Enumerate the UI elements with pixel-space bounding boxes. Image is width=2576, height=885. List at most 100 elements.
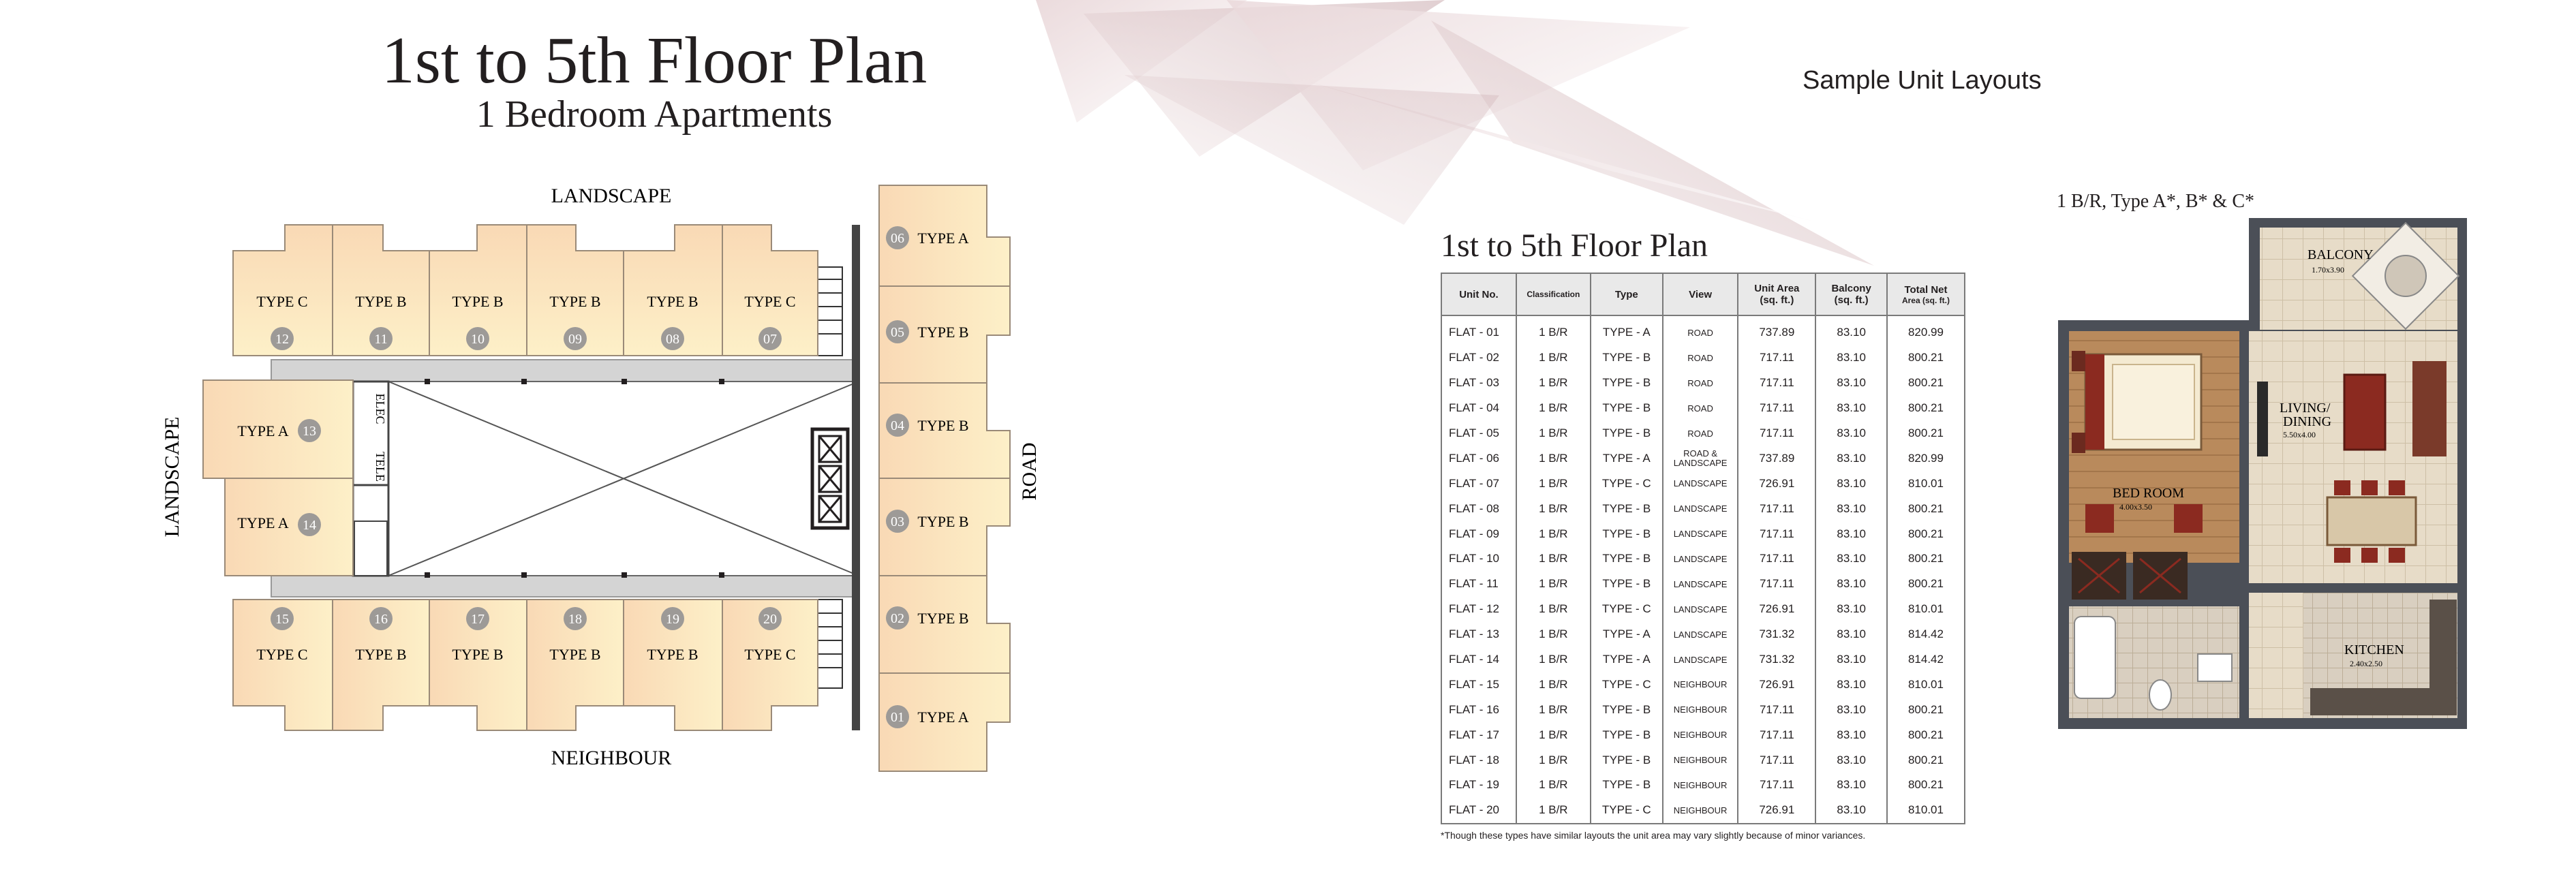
cell-view: NEIGHBOUR <box>1661 773 1739 798</box>
cell-unit: FLAT - 03 <box>1441 370 1517 396</box>
cell-area: 717.11 <box>1737 571 1817 597</box>
unit-number-badge <box>466 607 489 630</box>
unit-number-label: 05 <box>891 325 904 340</box>
wash-basin <box>2197 653 2233 682</box>
cell-classification: 1 B/R <box>1515 747 1591 773</box>
cell-classification: 1 B/R <box>1515 621 1591 647</box>
side-label-bottom: NEIGHBOUR <box>551 747 672 769</box>
bedroom-chair <box>2174 504 2203 533</box>
cell-classification: 1 B/R <box>1515 571 1591 597</box>
cell-area: 717.11 <box>1737 546 1817 572</box>
unit-number-label: 04 <box>891 418 904 433</box>
cell-type: TYPE - B <box>1589 571 1663 597</box>
unit-number-badge <box>466 327 489 350</box>
cell-area: 717.11 <box>1737 747 1817 773</box>
unit-number-badge <box>564 607 587 630</box>
cell-balcony: 83.10 <box>1815 370 1888 396</box>
unit-number-label: 13 <box>303 424 316 439</box>
unit-number-badge <box>271 327 294 350</box>
cell-unit: FLAT - 19 <box>1441 773 1517 798</box>
cell-net: 800.21 <box>1886 697 1966 723</box>
cell-net: 800.21 <box>1886 747 1966 773</box>
col-header-type: Type <box>1589 273 1663 316</box>
cell-area: 717.11 <box>1737 773 1817 798</box>
cell-net: 800.21 <box>1886 420 1966 446</box>
unit-type-label: TYPE B <box>647 293 698 310</box>
cell-view: NEIGHBOUR <box>1661 797 1739 824</box>
cell-balcony: 83.10 <box>1815 496 1888 522</box>
bedroom-dim: 4.00x3.50 <box>2119 502 2152 512</box>
unit-01-shape <box>878 672 1011 772</box>
cell-view: ROAD <box>1661 395 1739 421</box>
cell-view: NEIGHBOUR <box>1661 747 1739 773</box>
cell-net: 810.01 <box>1886 797 1966 824</box>
cell-type: TYPE - A <box>1589 621 1663 647</box>
unit-number-badge <box>886 414 909 437</box>
unit-type-label: TYPE A <box>917 709 968 726</box>
unit-number-label: 15 <box>275 612 289 627</box>
cell-area: 731.32 <box>1737 647 1817 672</box>
cell-classification: 1 B/R <box>1515 697 1591 723</box>
cell-classification: 1 B/R <box>1515 345 1591 371</box>
cell-balcony: 83.10 <box>1815 773 1888 798</box>
cell-unit: FLAT - 11 <box>1441 571 1517 597</box>
cell-view: LANDSCAPE <box>1661 571 1739 597</box>
cell-net: 800.21 <box>1886 496 1966 522</box>
col-header-balcony-unit: (sq. ft.) <box>1834 294 1869 306</box>
entrance-hall <box>2249 593 2303 718</box>
cell-type: TYPE - B <box>1589 420 1663 446</box>
unit-type-label: TYPE A <box>237 422 288 439</box>
cell-type: TYPE - A <box>1589 315 1663 345</box>
unit-number-label: 09 <box>568 332 582 347</box>
sample-layouts-title: Sample Unit Layouts <box>1803 66 2042 95</box>
page-subtitle: 1 Bedroom Apartments <box>476 93 833 136</box>
sofa <box>2412 361 2447 456</box>
table-header-row: Unit No. Classification Type View Unit A… <box>1441 273 1966 316</box>
cell-net: 814.42 <box>1886 647 1966 672</box>
decorative-crystal-graphic <box>1036 0 1874 266</box>
unit-number-label: 02 <box>891 611 904 626</box>
unit-07-shape <box>722 224 818 356</box>
unit-number-badge <box>298 513 321 536</box>
cell-area: 737.89 <box>1737 315 1817 345</box>
cell-view: LANDSCAPE <box>1661 647 1739 672</box>
cell-type: TYPE - B <box>1589 773 1663 798</box>
table-title: 1st to 5th Floor Plan <box>1441 228 1708 264</box>
unit-number-label: 01 <box>891 710 904 725</box>
cell-view: LANDSCAPE <box>1661 546 1739 572</box>
cell-type: TYPE - B <box>1589 546 1663 572</box>
cell-unit: FLAT - 01 <box>1441 315 1517 345</box>
kitchen-counter <box>2429 600 2457 715</box>
unit-type-label: TYPE B <box>917 610 968 627</box>
unit-number-badge <box>564 327 587 350</box>
unit-type-label: TYPE C <box>744 646 795 663</box>
page-title: 1st to 5th Floor Plan <box>381 24 927 97</box>
unit-type-label: TYPE C <box>256 293 307 310</box>
cell-balcony: 83.10 <box>1815 697 1888 723</box>
cell-classification: 1 B/R <box>1515 446 1591 471</box>
unit-type-label: TYPE B <box>355 293 406 310</box>
cell-area: 717.11 <box>1737 722 1817 748</box>
cell-unit: FLAT - 06 <box>1441 446 1517 471</box>
cell-net: 810.01 <box>1886 471 1966 497</box>
cell-balcony: 83.10 <box>1815 621 1888 647</box>
stair-bottom <box>816 599 843 689</box>
col-header-unit: Unit No. <box>1441 273 1517 316</box>
unit-type-label: TYPE B <box>355 646 406 663</box>
cell-type: TYPE - B <box>1589 496 1663 522</box>
cell-balcony: 83.10 <box>1815 446 1888 471</box>
cell-unit: FLAT - 18 <box>1441 747 1517 773</box>
elevator-icon <box>810 427 850 530</box>
cell-net: 800.21 <box>1886 345 1966 371</box>
cell-view: LANDSCAPE <box>1661 471 1739 497</box>
unit-type-label: TYPE B <box>647 646 698 663</box>
unit-type-label: TYPE B <box>549 293 600 310</box>
top-row-units <box>232 224 818 356</box>
cell-unit: FLAT - 20 <box>1441 797 1517 824</box>
